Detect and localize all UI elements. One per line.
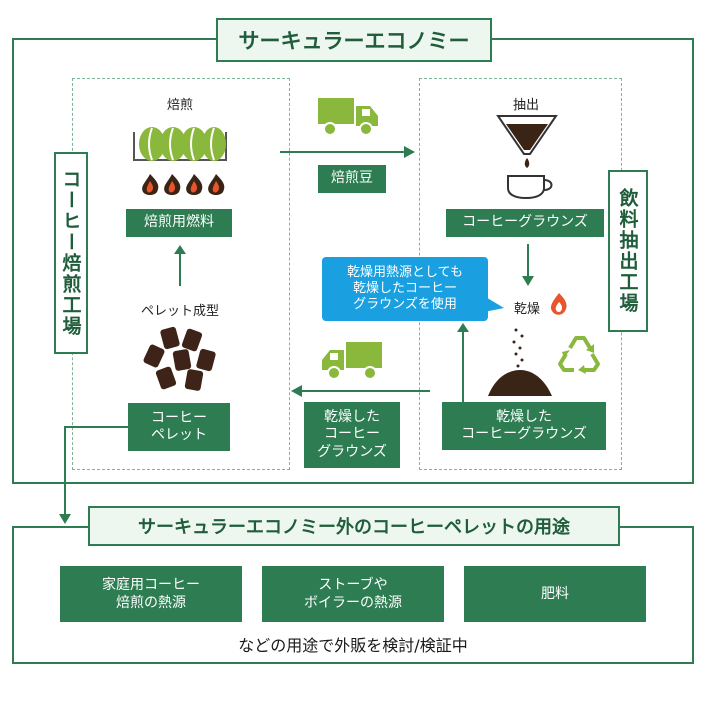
use-home-roasting-heat: 家庭用コーヒー 焙煎の熱源 [60,566,242,622]
roasting-fuel-box: 焙煎用燃料 [126,209,232,237]
arrow-left-icon [291,385,430,397]
pellets-icon [143,326,216,391]
arrow-right-icon [280,146,415,158]
truck-icon [318,98,378,136]
arrow-up-icon [174,245,186,286]
use-fertilizer: 肥料 [464,566,646,622]
dried-grounds-transport-box: 乾燥した コーヒー グラウンズ [304,402,400,468]
beverage-extraction-factory-label: 飲料抽出工場 [608,170,648,332]
drying-heat-source-callout: 乾燥用熱源としても 乾燥したコーヒー グラウンズを使用 [322,257,488,321]
use-stove-boiler-heat: ストーブや ボイラーの熱源 [262,566,444,622]
truck-icon [322,342,382,380]
coffee-dripper-icon [496,115,558,200]
drying-label: 乾燥 [513,302,540,317]
arrow-down-icon [522,244,534,286]
pellet-uses-title: サーキュラーエコノミー外のコーヒーペレットの用途 [88,506,620,546]
pellet-forming-label: ペレット成型 [140,304,219,319]
extraction-label: 抽出 [512,98,539,113]
coffee-pellet-box: コーヒー ペレット [128,403,230,451]
dried-coffee-grounds-box: 乾燥した コーヒーグラウンズ [442,402,606,450]
arrow-up-icon [457,323,469,406]
flame-icon [550,293,567,315]
roasting-label: 焙煎 [166,98,193,113]
recycle-icon [558,336,600,374]
uses-note: などの用途で外販を検討/検証中 [238,636,468,655]
flame-icon [142,174,225,195]
callout-pointer [484,296,504,312]
connector-arrow [59,426,128,524]
roasted-beans-box: 焙煎豆 [318,165,386,193]
roasting-beans-icon [133,127,227,161]
drying-grounds-icon [488,328,552,396]
coffee-roasting-factory-label: コーヒー焙煎工場 [54,152,88,354]
coffee-grounds-box: コーヒーグラウンズ [446,209,604,237]
circular-economy-title: サーキュラーエコノミー [216,18,492,62]
